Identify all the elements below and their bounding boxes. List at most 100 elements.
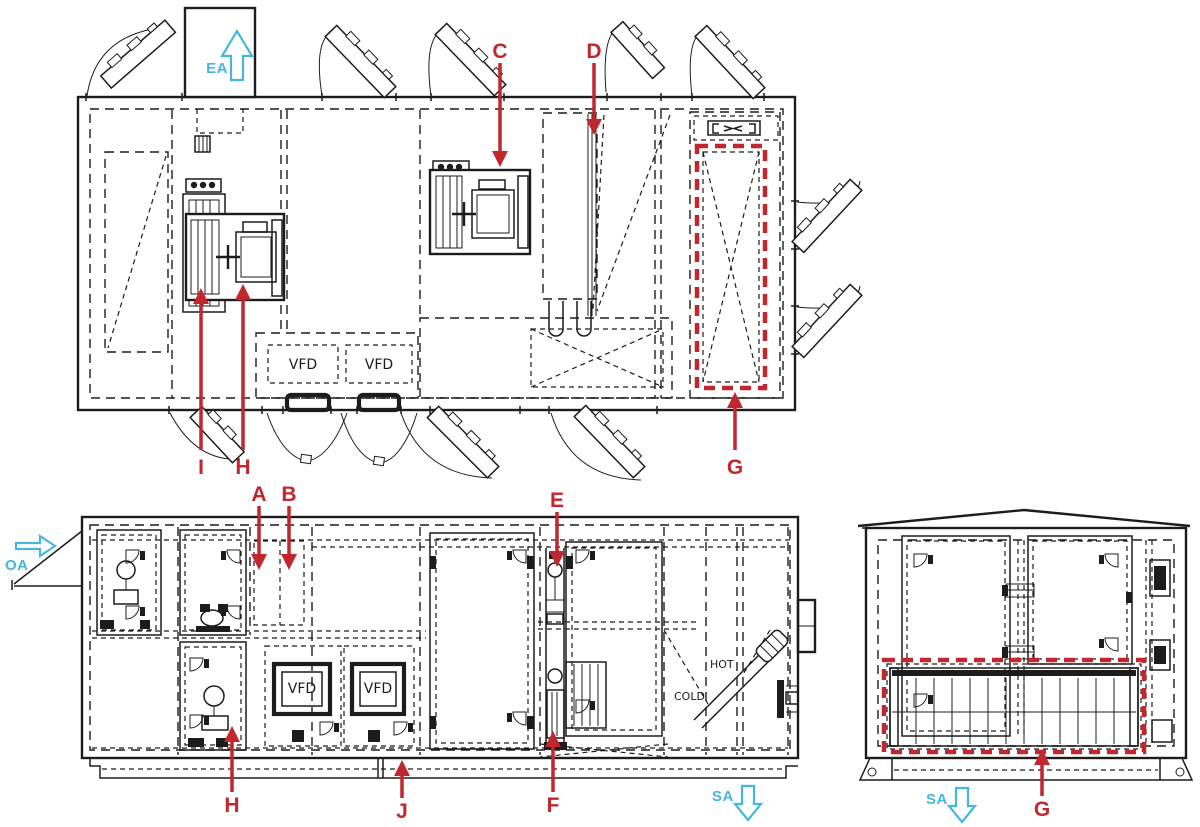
return-fan-assembly	[182, 178, 286, 313]
sa-down-arrow-icon	[733, 784, 763, 822]
damper-lane	[542, 112, 598, 337]
plan-end-section	[689, 111, 781, 399]
side-shell	[80, 515, 800, 760]
callout-side-f: F	[545, 731, 561, 817]
mount-brackets	[548, 301, 592, 337]
callout-arrow-icon	[193, 288, 209, 304]
plan-access-door	[86, 14, 177, 97]
fan-scroll	[428, 168, 532, 256]
oa-airflow-label: OA	[5, 533, 57, 574]
impeller-mark	[452, 202, 476, 226]
ceiling-duct-lines	[92, 539, 790, 548]
coil-piping: HOT COLD	[539, 629, 799, 758]
plan-view: EA	[76, 6, 863, 481]
end-base-rail	[858, 757, 1194, 781]
compartment-door	[179, 529, 247, 636]
plan-access-door	[689, 20, 770, 100]
callout-letter: I	[198, 456, 204, 479]
damper-linkage-strip	[544, 548, 567, 750]
plan-access-door	[169, 401, 250, 464]
end-access-door-right	[1027, 535, 1133, 665]
ea-up-arrow-icon	[220, 28, 254, 82]
vfd-plan-left-label: VFD	[289, 357, 317, 373]
compartment-door	[96, 529, 162, 636]
oa-intake-hood	[11, 530, 83, 590]
plan-access-door	[787, 174, 863, 254]
top-wall-ticks	[85, 93, 765, 101]
damper-blades	[587, 114, 597, 316]
side-elevation-view: OA VFD VFD	[5, 483, 817, 823]
coil-fins	[892, 678, 1136, 744]
sa-side-label: SA	[712, 788, 734, 805]
side-base-rail	[89, 758, 798, 779]
callout-letter: B	[281, 483, 296, 506]
callout-side-h: H	[224, 726, 240, 817]
callout-arrow-icon	[492, 151, 508, 167]
mid-deck-lines	[92, 621, 700, 639]
compartment-door	[179, 641, 247, 751]
valve-stack	[777, 680, 784, 718]
ea-airflow-label: EA	[206, 28, 254, 82]
callout-letter: A	[251, 483, 266, 506]
vfd-plan-right-label: VFD	[365, 357, 393, 373]
lifting-hole	[867, 767, 877, 777]
side-partitions	[177, 527, 789, 755]
end-partitions	[1017, 540, 1153, 746]
callout-side-b: B	[281, 483, 297, 570]
filter-wedge	[592, 114, 671, 312]
hot-pipe-label: HOT	[710, 658, 734, 671]
ea-label: EA	[206, 60, 228, 77]
plan-access-door	[604, 16, 670, 93]
plan-wall-liner	[89, 108, 784, 399]
cold-pipe-label: COLD	[674, 690, 705, 703]
vfd-side-right-label: VFD	[364, 681, 392, 697]
callout-end-g: G	[1034, 749, 1050, 821]
callout-plan-i: I	[193, 288, 209, 479]
callout-arrow-icon	[224, 726, 240, 742]
right-wall-ticks	[791, 200, 799, 355]
vfd-cabinet-group-plan: VFD VFD	[255, 332, 419, 399]
sa-down-arrow-icon	[947, 786, 977, 824]
oa-label: OA	[5, 557, 29, 574]
vfd-side-right-box	[349, 661, 407, 717]
callout-arrow-icon	[251, 554, 267, 570]
callout-arrow-icon	[545, 731, 561, 747]
vfd-side-left-label: VFD	[288, 681, 316, 697]
callout-letter: E	[550, 489, 564, 512]
bottom-wall-ticks	[168, 406, 658, 414]
circulation-pump	[755, 629, 789, 663]
end-wall-fixtures	[1149, 559, 1173, 743]
callout-letter: G	[727, 456, 743, 479]
coil-bank	[881, 657, 1147, 755]
callout-arrow-icon	[727, 392, 743, 408]
lifting-hole	[1175, 767, 1185, 777]
discharge-collar	[796, 598, 817, 654]
impeller-mark	[216, 245, 240, 269]
junction-box-fins	[198, 136, 208, 152]
callout-plan-d: D	[586, 40, 602, 135]
sa-end-label: SA	[926, 791, 948, 808]
oa-right-arrow-icon	[14, 533, 57, 559]
plan-latched-panel	[266, 392, 348, 465]
sa-airflow-label-side: SA	[712, 784, 763, 822]
callout-letter: H	[224, 794, 239, 817]
filter-rack-ab	[253, 540, 305, 626]
callout-letter: F	[547, 794, 560, 817]
callout-side-e: E	[549, 489, 565, 567]
damper-symbol-icon	[712, 123, 756, 134]
side-wall-liner	[89, 524, 791, 751]
vfd-cabinet-group-side: VFD VFD	[264, 645, 415, 747]
callout-plan-g: G	[727, 392, 743, 479]
plan-access-door	[400, 401, 504, 479]
highlighted-coil-plan	[694, 143, 768, 391]
plan-access-door	[550, 400, 650, 481]
roof-peak	[857, 508, 1191, 528]
callout-arrow-icon	[281, 554, 297, 570]
callout-arrow-icon	[586, 119, 602, 135]
end-view: SA G	[857, 508, 1194, 824]
callout-letter: C	[492, 40, 507, 63]
plan-access-door	[787, 279, 863, 359]
intake-damper-section	[104, 151, 169, 353]
coil-header	[892, 670, 1136, 676]
